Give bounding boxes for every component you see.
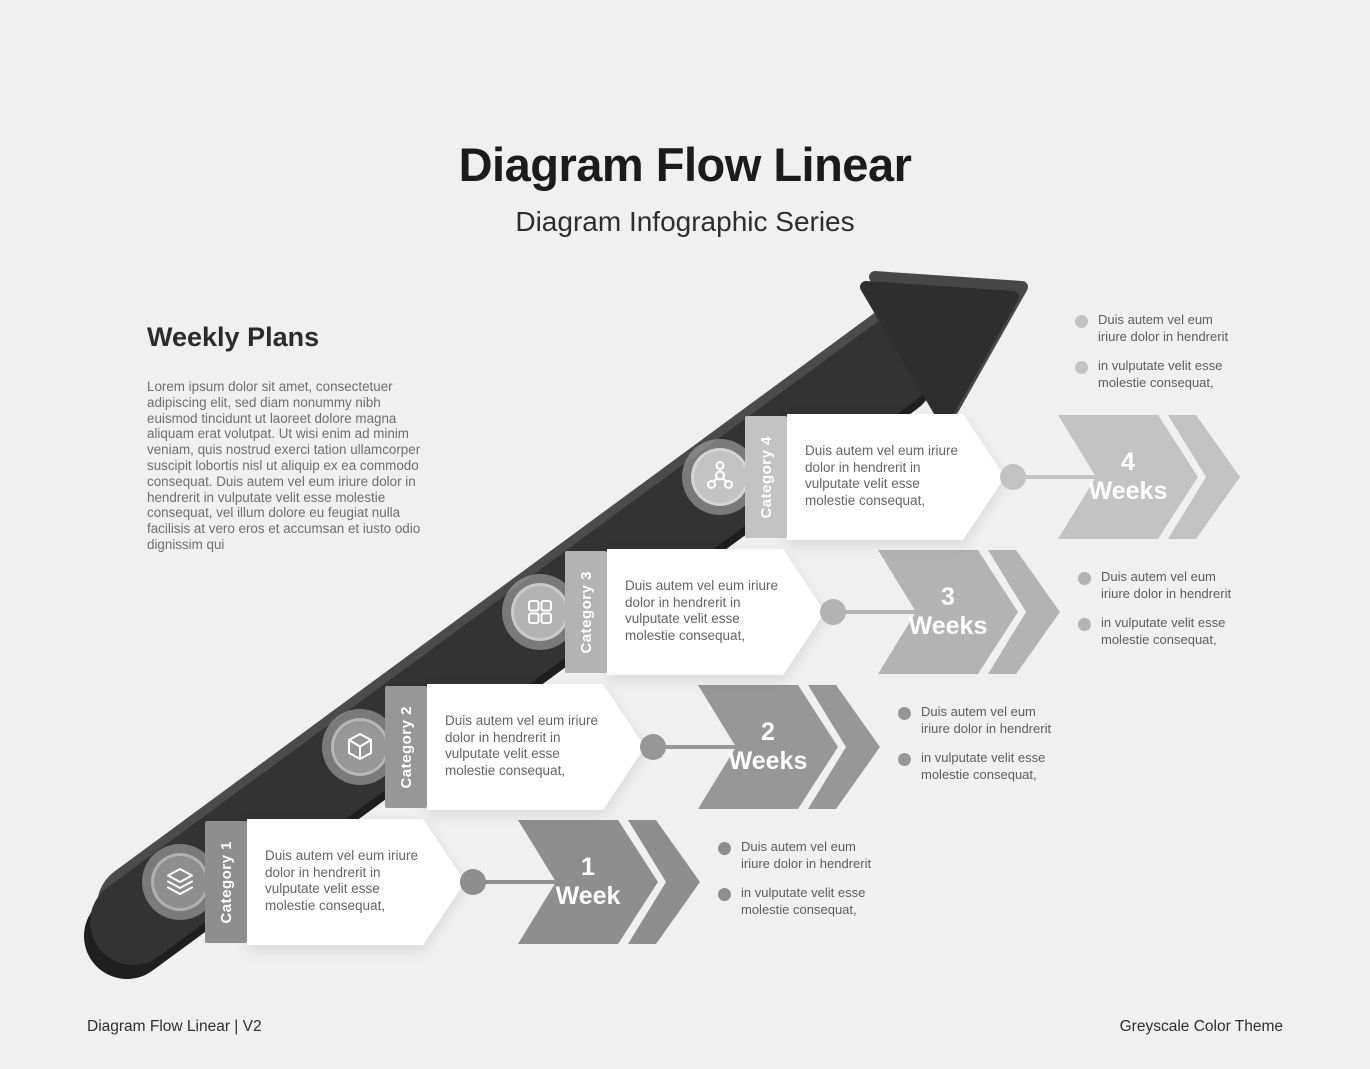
- footer-left-label: Diagram Flow Linear | V2: [87, 1018, 262, 1035]
- grid-icon: [511, 583, 569, 641]
- flow-step-1: Category 1 Duis autem vel eum iriure dol…: [142, 819, 1305, 945]
- intro-section: Weekly Plans Lorem ipsum dolor sit amet,…: [147, 322, 429, 553]
- duration-label: 3 Weeks: [878, 550, 1018, 674]
- week-chevron: [878, 550, 1060, 674]
- bullet-item: Duis autem vel eum iriure dolor in hendr…: [898, 704, 1128, 737]
- bullet-dot-icon: [1075, 361, 1088, 374]
- step-icon-circle: [502, 574, 578, 650]
- header: Diagram Flow Linear Diagram Infographic …: [0, 137, 1370, 238]
- bullet-item: in vulputate velit esse molestie consequ…: [1075, 358, 1305, 391]
- duration-label: 4 Weeks: [1058, 415, 1198, 539]
- arrow-head: [860, 281, 1019, 425]
- category-label: Category 2: [397, 705, 415, 789]
- category-tab: Category 1: [205, 821, 247, 943]
- category-label: Category 3: [577, 570, 595, 654]
- bullet-dot-icon: [718, 888, 731, 901]
- bullet-dot-icon: [1078, 618, 1091, 631]
- flow-step-2: Category 2 Duis autem vel eum iriure dol…: [322, 684, 1370, 810]
- bullet-item: in vulputate velit esse molestie consequ…: [718, 885, 948, 918]
- step-card: [607, 549, 825, 675]
- week-chevron: [518, 820, 700, 944]
- step-card: [247, 819, 465, 945]
- step-description: Duis autem vel eum iriure dolor in hendr…: [625, 578, 779, 643]
- step-card: [427, 684, 645, 810]
- footer: Diagram Flow Linear | V2 Greyscale Color…: [87, 1018, 1283, 1036]
- connector-line: [473, 880, 561, 884]
- category-label: Category 1: [217, 840, 235, 924]
- week-chevron: [1058, 415, 1240, 539]
- layers-icon: [151, 853, 209, 911]
- category-tab: Category 3: [565, 551, 607, 673]
- bullet-item: Duis autem vel eum iriure dolor in hendr…: [718, 839, 948, 872]
- page-title: Diagram Flow Linear: [458, 138, 912, 191]
- molecule-icon: [691, 448, 749, 506]
- bullet-dot-icon: [1075, 315, 1088, 328]
- duration-value: 4: [1121, 448, 1135, 476]
- duration-unit: Weeks: [728, 747, 808, 775]
- duration-value: 3: [941, 583, 955, 611]
- flow-step-4: Category 4 Duis autem vel eum iriure dol…: [682, 312, 1370, 540]
- bullet-item: Duis autem vel eum iriure dolor in hendr…: [1075, 312, 1305, 345]
- intro-heading: Weekly Plans: [147, 322, 320, 352]
- step-bullets: Duis autem vel eum iriure dolor in hendr…: [1075, 312, 1305, 391]
- week-chevron: [698, 685, 880, 809]
- step-card: [787, 414, 1005, 540]
- category-label: Category 4: [757, 435, 775, 519]
- duration-unit: Weeks: [1088, 477, 1168, 505]
- connector-line: [833, 610, 921, 614]
- step-description: Duis autem vel eum iriure dolor in hendr…: [805, 443, 959, 508]
- footer-right-label: Greyscale Color Theme: [1119, 1018, 1283, 1035]
- cube-icon: [331, 718, 389, 776]
- step-description: Duis autem vel eum iriure dolor in hendr…: [445, 713, 599, 778]
- bullet-dot-icon: [898, 753, 911, 766]
- bullet-item: Duis autem vel eum iriure dolor in hendr…: [1078, 569, 1308, 602]
- page-subtitle: Diagram Infographic Series: [515, 206, 855, 237]
- step-description: Duis autem vel eum iriure dolor in hendr…: [265, 848, 419, 913]
- intro-paragraph: Lorem ipsum dolor sit amet, consectetuer…: [147, 379, 421, 552]
- bullet-dot-icon: [718, 842, 731, 855]
- bullet-dot-icon: [1078, 572, 1091, 585]
- flow-step-3: Category 3 Duis autem vel eum iriure dol…: [502, 549, 1370, 675]
- connector-line: [653, 745, 741, 749]
- category-tab: Category 4: [745, 416, 787, 538]
- bullet-dot-icon: [898, 707, 911, 720]
- bullet-item: in vulputate velit esse molestie consequ…: [1078, 615, 1308, 648]
- duration-label: 2 Weeks: [698, 685, 838, 809]
- category-tab: Category 2: [385, 686, 427, 808]
- step-bullets: Duis autem vel eum iriure dolor in hendr…: [1078, 569, 1308, 648]
- duration-unit: Week: [555, 882, 621, 910]
- duration-value: 2: [761, 718, 775, 746]
- step-bullets: Duis autem vel eum iriure dolor in hendr…: [718, 839, 948, 918]
- connector-line: [1013, 475, 1101, 479]
- duration-label: 1 Week: [518, 820, 658, 944]
- duration-value: 1: [581, 853, 595, 881]
- bullet-item: in vulputate velit esse molestie consequ…: [898, 750, 1128, 783]
- duration-unit: Weeks: [908, 612, 988, 640]
- step-bullets: Duis autem vel eum iriure dolor in hendr…: [898, 704, 1128, 783]
